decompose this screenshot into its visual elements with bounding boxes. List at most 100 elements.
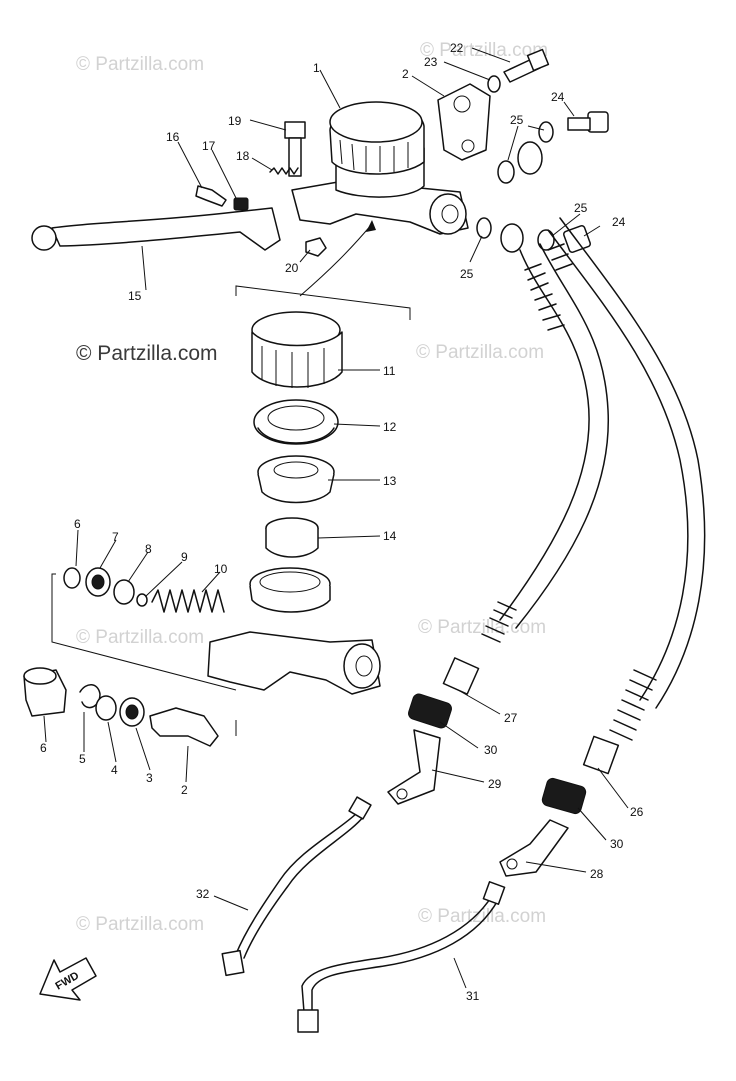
watermark: © Partzilla.com (76, 54, 204, 75)
callout-21: 2 (402, 67, 409, 81)
cap-ribs (261, 346, 325, 388)
cylinder-outlet-bore (441, 204, 459, 224)
exploded-cap (251, 331, 343, 388)
return-spring (151, 589, 225, 613)
clamp-bolt-hole (461, 139, 475, 153)
brake-hoses (387, 217, 706, 877)
callout-6: 6 (40, 741, 47, 755)
banjo-fitting (517, 141, 543, 175)
watermark: © Partzilla.com (76, 342, 218, 365)
callout-18: 18 (236, 149, 250, 163)
snap-ring (79, 684, 101, 709)
primary-cup-center (91, 574, 105, 590)
exploded-view (23, 285, 411, 747)
callout-17: 17 (202, 139, 216, 153)
exploded-cylinder-body (207, 631, 381, 695)
fwd-arrow-icon (39, 957, 97, 1001)
pivot-nut (305, 237, 327, 257)
watermark: © Partzilla.com (76, 914, 204, 935)
copper-washer (537, 229, 555, 251)
callout-12: 12 (383, 420, 397, 434)
brake-pipe-32 (243, 815, 365, 959)
watermarks: © Partzilla.com © Partzilla.com © Partzi… (76, 40, 548, 935)
hose-spring-guard (547, 243, 573, 271)
hose-end-fitting (582, 735, 620, 775)
diaphragm-plate-inner (267, 405, 325, 431)
brake-hose-26-edge (547, 229, 689, 701)
assembly-arrow (299, 223, 373, 297)
bracket-hole (396, 788, 408, 800)
cap-ribs (339, 139, 409, 172)
callout-9: 9 (181, 550, 188, 564)
watermark: © Partzilla.com (420, 40, 548, 61)
spring-seat (136, 593, 148, 607)
copper-washer (476, 217, 492, 239)
brake-pipe-31 (311, 899, 499, 1015)
lever-pivot-bolt (195, 185, 227, 207)
callout-30: 30 (610, 837, 624, 851)
hose-spring-guard (609, 669, 657, 741)
watermark: © Partzilla.com (418, 906, 546, 927)
assembly-arrowhead (366, 220, 376, 232)
callout-13: 13 (383, 474, 397, 488)
callout-2: 2 (181, 783, 188, 797)
diaphragm-rim (257, 427, 335, 444)
hose-spring-guard (524, 263, 565, 331)
callout-4: 4 (111, 763, 118, 777)
circlip (63, 567, 81, 589)
hose-end-fitting (442, 657, 480, 695)
fwd-indicator: FWD (39, 957, 97, 1001)
reservoir-cap-top (329, 101, 423, 143)
clamp-bolt-head (526, 48, 550, 72)
callout-7: 7 (112, 530, 119, 544)
callout-25: 25 (574, 201, 588, 215)
callout-8: 8 (145, 542, 152, 556)
leader-lines (43, 47, 629, 989)
clamp-bolt-hole (453, 95, 471, 113)
dust-boot-top (23, 667, 57, 685)
callout-29: 29 (488, 777, 502, 791)
union-bolt-head (587, 111, 609, 133)
callout-3: 3 (146, 771, 153, 785)
reservoir-gasket-body (249, 585, 331, 613)
callout-22: 22 (450, 41, 464, 55)
union-bolt-head (562, 224, 592, 254)
callout-20: 20 (285, 261, 299, 275)
callout-11: 11 (383, 364, 396, 378)
hose-grommet (541, 777, 587, 815)
watermark: © Partzilla.com (416, 342, 544, 363)
pivot-bolt-head (284, 121, 306, 139)
brake-pipe-32 (235, 811, 359, 955)
diaphragm-inner (273, 461, 319, 479)
master-cylinder-assembly (31, 48, 609, 297)
callout-25: 25 (460, 267, 474, 281)
union-bolt-shank (567, 117, 591, 131)
exploded-bracket (235, 285, 411, 320)
brake-lever (51, 207, 281, 251)
callout-15: 15 (128, 289, 142, 303)
callout-16: 16 (166, 130, 180, 144)
brake-hose-27-edge (515, 243, 610, 629)
exploded-group-bracket (51, 573, 237, 691)
callout-1: 1 (313, 61, 320, 75)
pipe-flare-nut (221, 949, 245, 977)
copper-washer (538, 121, 554, 143)
watermark: © Partzilla.com (418, 617, 546, 638)
brake-hose-26-edge (559, 217, 706, 709)
callout-32: 32 (196, 887, 210, 901)
callout-6: 6 (74, 517, 81, 531)
lever-ball-end (31, 225, 57, 251)
brake-pipe-31 (301, 895, 493, 1013)
clamp-washer (487, 75, 501, 93)
callout-24: 24 (612, 215, 626, 229)
lever-pivot-nut (233, 197, 249, 211)
brake-pipes (221, 796, 506, 1033)
brake-hose-27-edge (499, 249, 590, 621)
banjo-fitting (500, 223, 524, 253)
diaphragm-body (257, 473, 335, 504)
lever-spring (269, 167, 299, 175)
bracket-hole (506, 858, 518, 870)
hose-grommet (408, 693, 452, 729)
